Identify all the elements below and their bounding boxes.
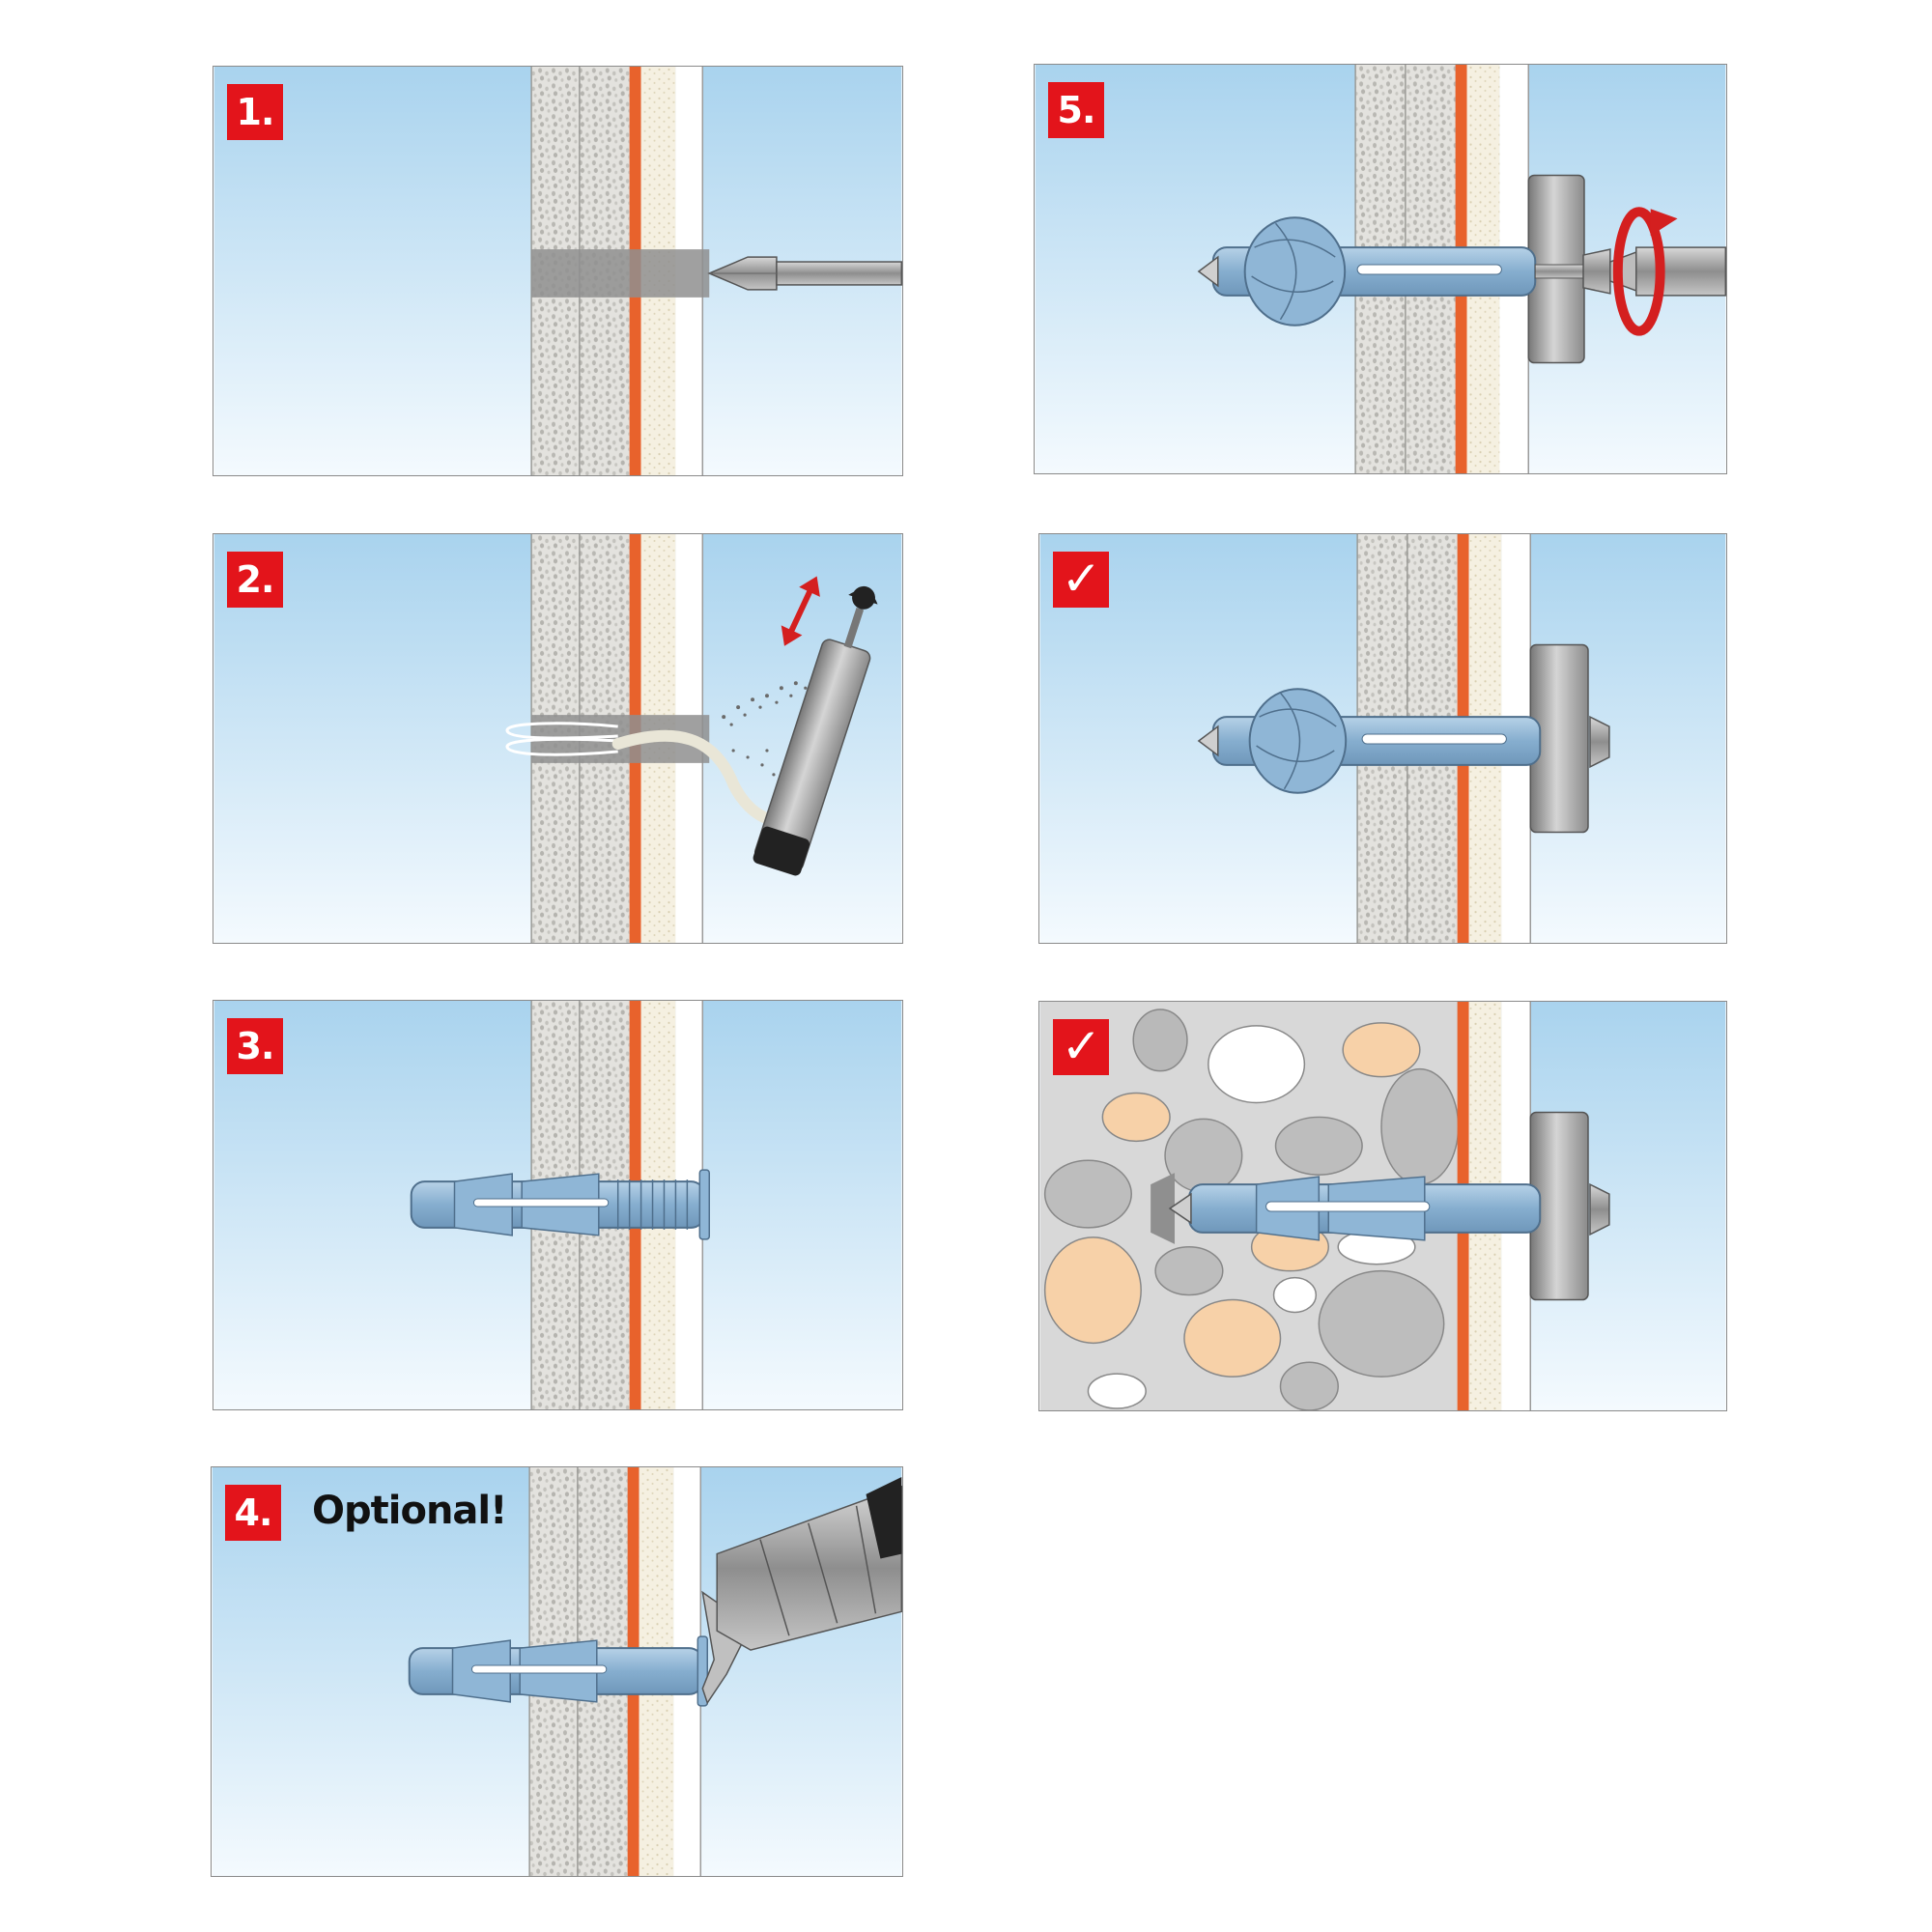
drill-bit-icon: [707, 256, 902, 291]
result-concrete-illustration: [1039, 1002, 1726, 1410]
blow-pump-icon: [753, 585, 878, 876]
drill-hole: [1151, 1173, 1176, 1244]
wall-plug-icon: [1168, 1176, 1610, 1241]
dust-particles: [722, 681, 808, 788]
step-number-badge: 2.: [227, 552, 283, 608]
step-number-badge: 4.: [225, 1485, 281, 1541]
expanded-plug: [1197, 216, 1537, 327]
expanded-plug: [1197, 688, 1610, 794]
step-4-illustration: [212, 1467, 902, 1876]
air-stream: [505, 722, 618, 756]
step-2-panel: 2.: [213, 533, 903, 944]
step-2-illustration: [213, 534, 902, 943]
step-1-panel: 1.: [213, 66, 903, 476]
result-concrete-panel: ✓: [1038, 1001, 1727, 1411]
drill-hole: [531, 249, 710, 298]
foam-gun-icon: [701, 1476, 902, 1705]
checkmark-icon: ✓: [1053, 552, 1109, 608]
step-1-illustration: [213, 67, 902, 475]
up-down-arrow-icon: [781, 576, 820, 646]
wall-plug-icon: [408, 1635, 709, 1707]
result-insulation-illustration: [1039, 534, 1726, 943]
rotation-arrow-icon: [1612, 207, 1678, 336]
wall-plug-icon: [410, 1169, 711, 1240]
step-number-badge: 1.: [227, 84, 283, 140]
step-5-illustration: [1035, 65, 1726, 473]
step-number-badge: 3.: [227, 1018, 283, 1074]
optional-label: Optional!: [312, 1489, 507, 1533]
step-5-panel: 5.: [1034, 64, 1727, 474]
checkmark-icon: ✓: [1053, 1019, 1109, 1075]
result-insulation-panel: ✓: [1038, 533, 1727, 944]
step-number-badge: 5.: [1048, 82, 1104, 138]
step-4-panel: 4. Optional!: [211, 1466, 903, 1877]
step-3-illustration: [213, 1001, 902, 1409]
step-3-panel: 3.: [213, 1000, 903, 1410]
screw: [1534, 248, 1611, 295]
